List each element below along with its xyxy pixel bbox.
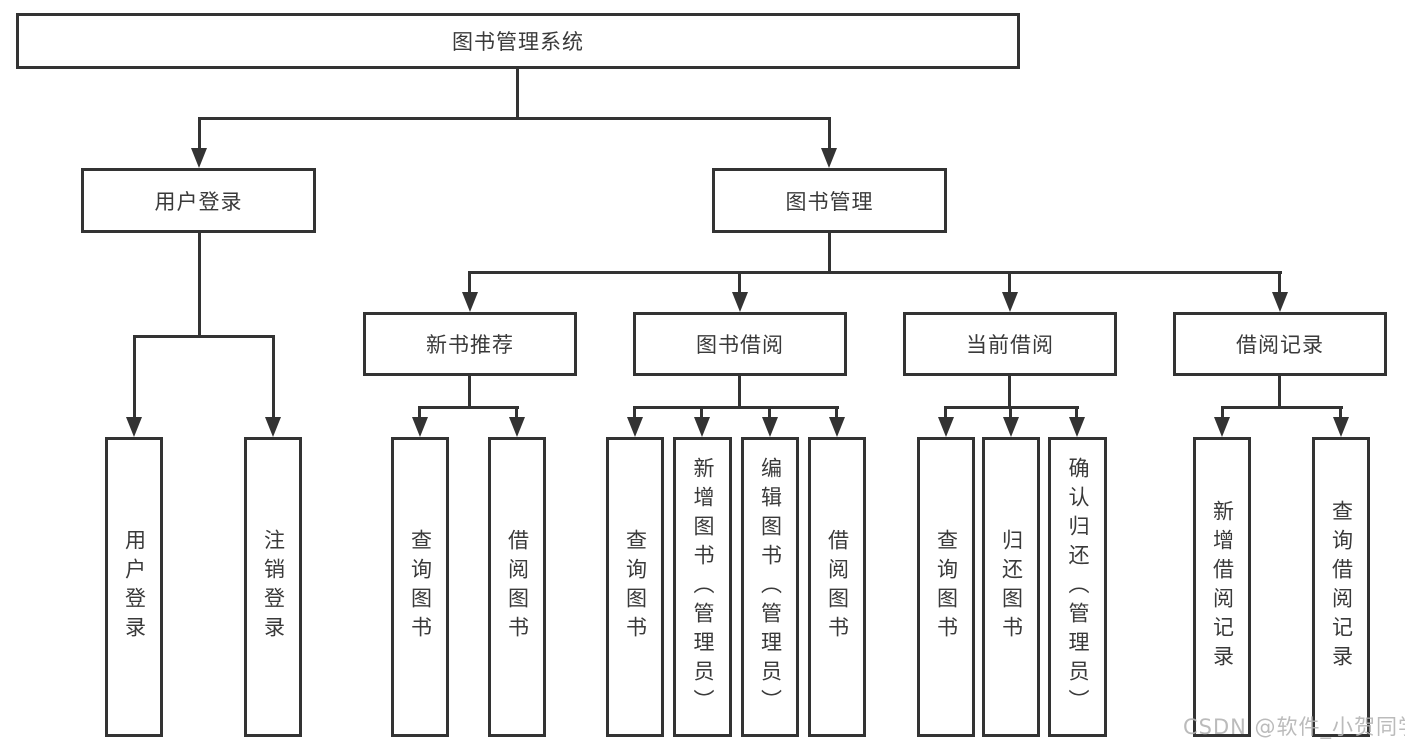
node-new-book-recommendation: 新书推荐 [363,312,577,376]
connector-recommend-stem [468,376,471,409]
connector-borrowing-shaft-2 [700,406,703,419]
connector-borrowing-shaft-1 [633,406,636,419]
connector-mgmt-shaft-3 [1008,271,1011,295]
leaf-borrow-books-recommend: 借阅图书 [488,437,546,737]
arrow-to-leaf-return-books [1003,417,1019,437]
connector-root-stem [516,69,519,119]
leaf-borrow-books: 借阅图书 [808,437,866,737]
node-borrowing-records: 借阅记录 [1173,312,1387,376]
connector-mgmt-shaft-2 [738,271,741,295]
leaf-confirm-return-admin: 确认归还（管理员） [1048,437,1107,737]
connector-current-stem [1008,376,1011,409]
arrow-to-borrowing-records [1272,292,1288,312]
node-user-login: 用户登录 [81,168,316,233]
leaf-add-borrow-record: 新增借阅记录 [1193,437,1251,737]
connector-login-left-shaft [133,335,136,419]
connector-records-shaft-1 [1221,406,1224,419]
connector-mgmt-shaft-1 [468,271,471,295]
arrow-to-user-login [191,148,207,168]
arrow-to-leaf-query-books-recommend [412,417,428,437]
connector-borrowing-stem [738,376,741,409]
connector-current-shaft-1 [944,406,947,419]
connector-borrowing-shaft-3 [768,406,771,419]
arrow-to-book-borrowing [732,292,748,312]
connector-login-stem [198,233,201,338]
connector-login-bar [133,335,275,338]
connector-records-stem [1278,376,1281,409]
arrow-to-leaf-logout [265,417,281,437]
connector-login-right-shaft [272,335,275,419]
leaf-add-books-admin: 新增图书（管理员） [673,437,732,737]
arrow-to-book-management [821,148,837,168]
leaf-query-books-recommend: 查询图书 [391,437,449,737]
arrow-to-leaf-borrow-books-recommend [509,417,525,437]
leaf-query-books-borrow: 查询图书 [606,437,664,737]
csdn-watermark: CSDN @软件_小贺同学 [1183,715,1405,739]
connector-mgmt-bar [468,271,1282,274]
connector-root-left-shaft [198,117,201,150]
connector-borrowing-shaft-4 [835,406,838,419]
node-current-borrowing: 当前借阅 [903,312,1117,376]
connector-records-shaft-2 [1339,406,1342,419]
leaf-return-books: 归还图书 [982,437,1040,737]
leaf-edit-books-admin: 编辑图书（管理员） [741,437,799,737]
arrow-to-current-borrowing [1002,292,1018,312]
connector-borrowing-bar [633,406,839,409]
node-book-management: 图书管理 [712,168,947,233]
connector-current-shaft-3 [1075,406,1078,419]
connector-records-bar [1221,406,1343,409]
arrow-to-leaf-confirm-return [1069,417,1085,437]
connector-mgmt-shaft-4 [1278,271,1281,295]
connector-mgmt-stem [828,233,831,274]
leaf-user-login: 用户登录 [105,437,163,737]
arrow-to-leaf-query-borrow-record [1333,417,1349,437]
leaf-query-books-current: 查询图书 [917,437,975,737]
arrow-to-leaf-query-books-current [938,417,954,437]
arrow-to-leaf-query-books-borrow [627,417,643,437]
leaf-query-borrow-record: 查询借阅记录 [1312,437,1370,737]
arrow-to-leaf-edit-books [762,417,778,437]
connector-root-bar [198,117,831,120]
arrow-to-leaf-borrow-books [829,417,845,437]
connector-recommend-bar [418,406,519,409]
connector-current-shaft-2 [1009,406,1012,419]
connector-recommend-shaft-2 [515,406,518,419]
arrow-to-leaf-add-books [694,417,710,437]
connector-recommend-shaft-1 [418,406,421,419]
arrow-to-new-book-recommendation [462,292,478,312]
node-book-borrowing: 图书借阅 [633,312,847,376]
connector-root-right-shaft [828,117,831,150]
leaf-logout: 注销登录 [244,437,302,737]
arrow-to-leaf-user-login [126,417,142,437]
arrow-to-leaf-add-borrow-record [1214,417,1230,437]
node-root-library-system: 图书管理系统 [16,13,1020,69]
